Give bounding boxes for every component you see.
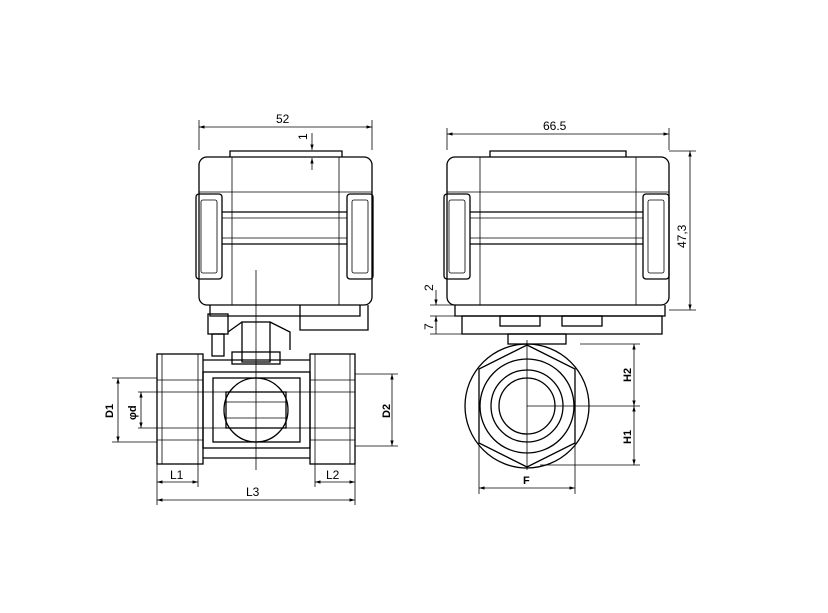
side-view: 66.5 47,3 2 7 H2 H1: [422, 119, 696, 494]
front-valve-body: [156, 353, 356, 465]
dim-d2: D2: [381, 404, 393, 418]
front-dimensions: 52 1 D1 φd D2 L1: [104, 112, 398, 505]
dim-l3: L3: [246, 485, 260, 499]
dim-bore: φd: [127, 405, 139, 420]
front-stem: [207, 270, 291, 470]
dim-hex-f: F: [523, 475, 530, 487]
dim-width-front: 52: [276, 112, 290, 126]
dim-gap-top: 2: [422, 284, 436, 291]
side-hex-body: [464, 340, 590, 470]
dim-gap-bottom: 7: [422, 323, 436, 330]
side-dimensions: 66.5 47,3 2 7 H2 H1: [422, 119, 696, 494]
dim-h2: H2: [622, 368, 634, 382]
front-actuator: [195, 150, 374, 331]
dim-top-offset: 1: [296, 133, 310, 140]
front-view: 52 1 D1 φd D2 L1: [104, 112, 398, 505]
dim-l2: L2: [326, 468, 340, 482]
dim-l1: L1: [170, 468, 184, 482]
dim-height-actuator: 47,3: [675, 224, 689, 248]
dim-width-side: 66.5: [543, 119, 567, 133]
side-actuator: [443, 150, 670, 345]
dim-h1: H1: [622, 430, 634, 444]
dim-d1: D1: [104, 404, 116, 418]
